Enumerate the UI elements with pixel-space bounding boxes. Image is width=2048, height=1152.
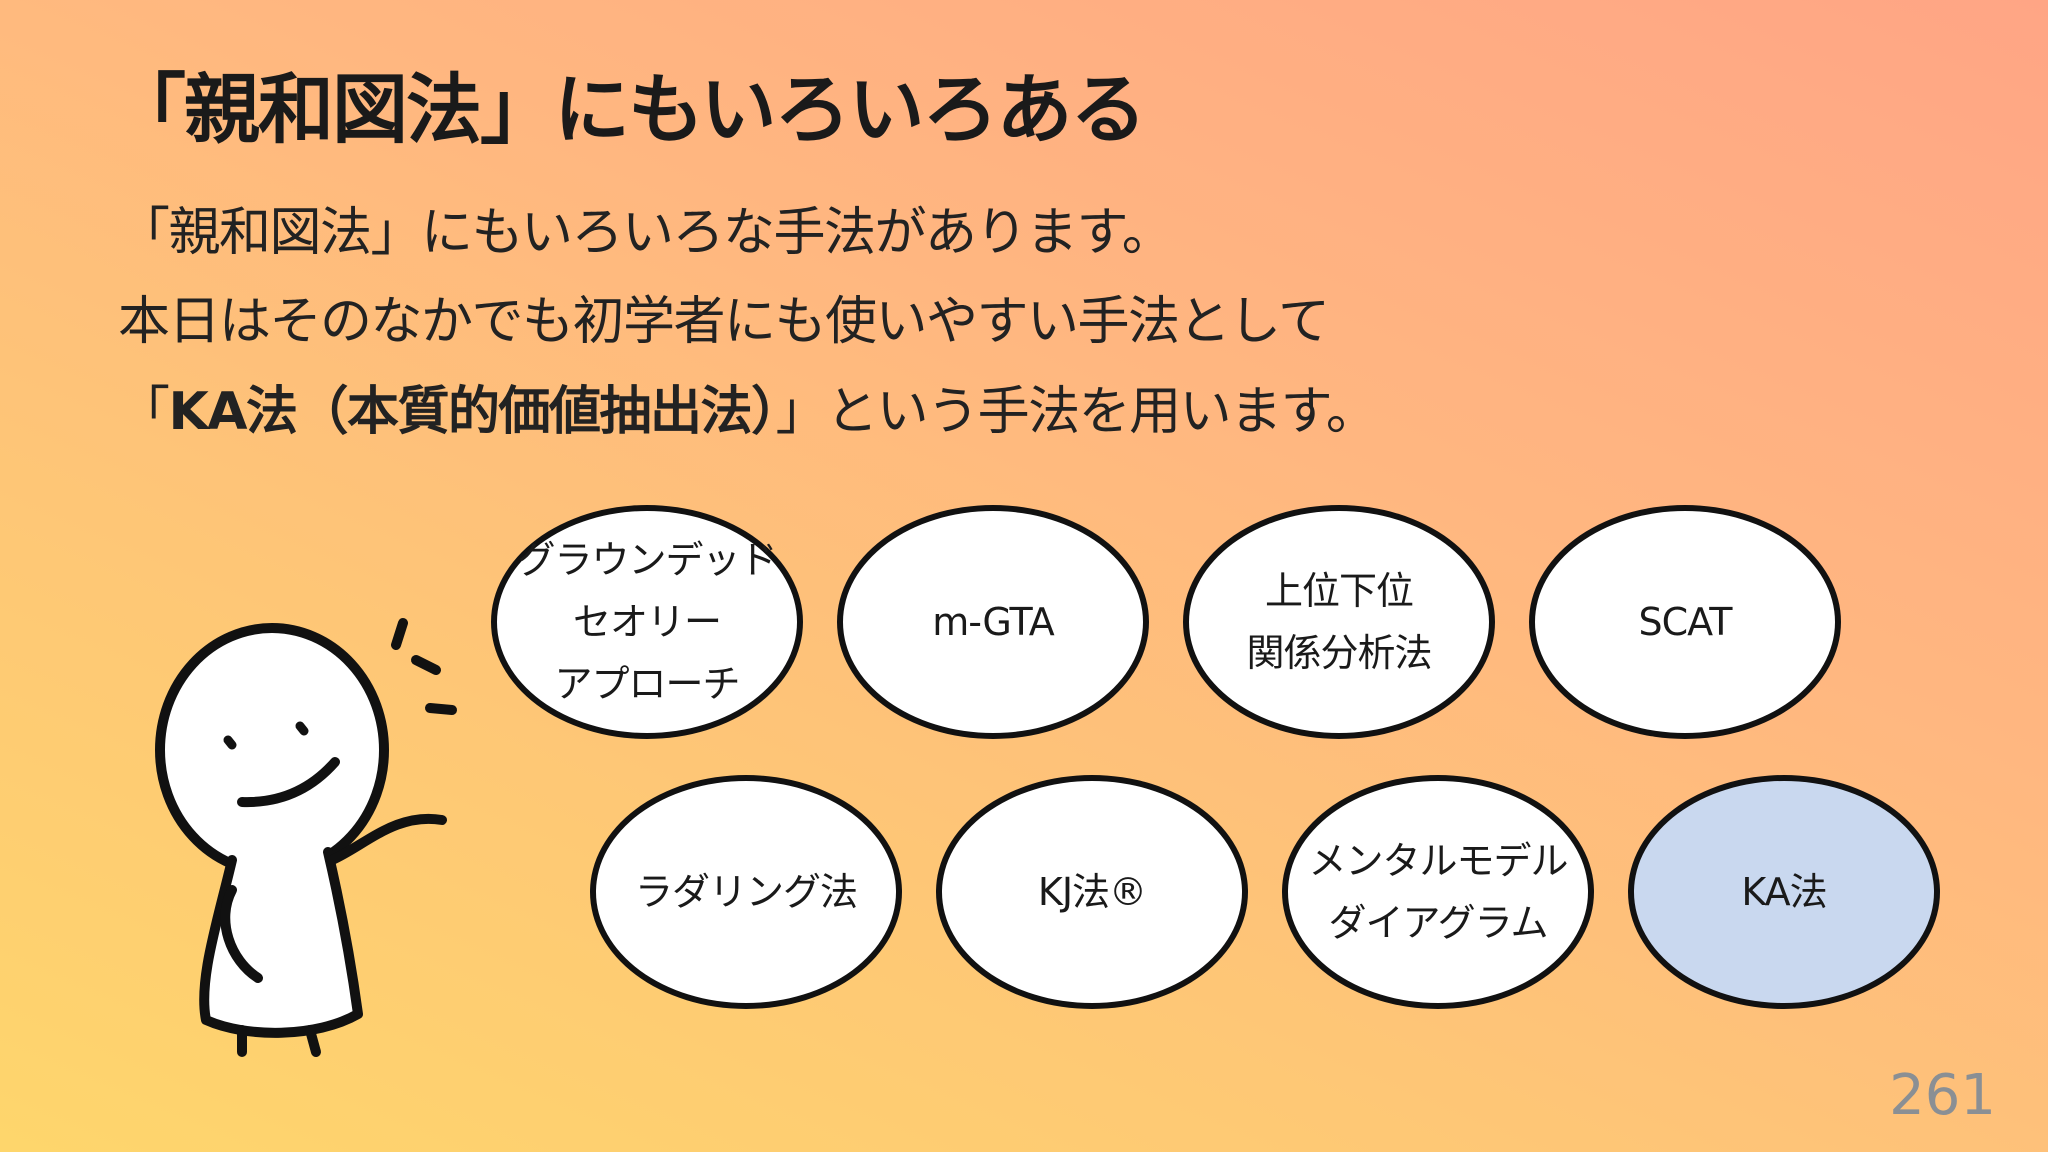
method-label-line: ラダリング法	[634, 870, 858, 914]
method-label-line: 関係分析法	[1246, 631, 1432, 675]
method-label-line: セオリー	[572, 600, 722, 644]
figure-arm	[220, 885, 263, 983]
method-bubble-hierarchical-analysis: 上位下位 関係分析法	[1183, 505, 1495, 739]
method-label-line: SCAT	[1638, 600, 1733, 644]
method-bubble-mental-model: メンタルモデル ダイアグラム	[1282, 775, 1594, 1009]
figure-smile	[237, 757, 340, 808]
excitement-mark	[425, 703, 457, 715]
figure-body	[199, 847, 363, 1038]
body-line-3-emphasis: KA法（本質的価値抽出法）	[168, 382, 778, 442]
method-label-line: グラウンデッド	[517, 538, 777, 582]
body-line-1: 「親和図法」にもいろいろな手法があります。	[118, 203, 1174, 263]
stick-figure-illustration	[155, 618, 457, 1057]
method-bubble-scat: SCAT	[1529, 505, 1841, 739]
method-label-line: KA法	[1741, 870, 1827, 914]
method-label-line: メンタルモデル	[1308, 839, 1568, 883]
method-bubble-laddering: ラダリング法	[590, 775, 902, 1009]
figure-eye	[223, 735, 237, 750]
body-line-3-open: 「	[118, 382, 170, 442]
method-label-line: m-GTA	[932, 600, 1054, 644]
excitement-mark	[411, 655, 441, 675]
method-bubble-kj: KJ法®	[936, 775, 1248, 1009]
method-bubble-ka-highlighted: KA法	[1628, 775, 1940, 1009]
body-line-3: 「KA法（本質的価値抽出法）」という手法を用います。	[118, 386, 1378, 438]
figure-eye	[295, 721, 309, 736]
method-label-line: アプローチ	[554, 662, 740, 706]
page-number: 261	[1889, 1063, 1996, 1128]
body-line-2: 本日はそのなかでも初学者にも使いやすい手法として	[118, 292, 1330, 352]
body-line-3-rest: 」という手法を用います。	[775, 382, 1378, 442]
method-label-line: KJ法®	[1037, 870, 1147, 914]
method-label-line: 上位下位	[1264, 569, 1414, 613]
method-bubble-grounded-theory: グラウンデッド セオリー アプローチ	[491, 505, 803, 739]
method-label-line: ダイアグラム	[1328, 901, 1549, 945]
figure-arm-waving	[327, 813, 447, 865]
figure-leg	[305, 1025, 321, 1057]
method-bubble-m-gta: m-GTA	[837, 505, 1149, 739]
excitement-mark	[391, 618, 408, 650]
slide-title: 「親和図法」にもいろいろある	[110, 65, 1146, 154]
figure-head	[155, 623, 389, 877]
